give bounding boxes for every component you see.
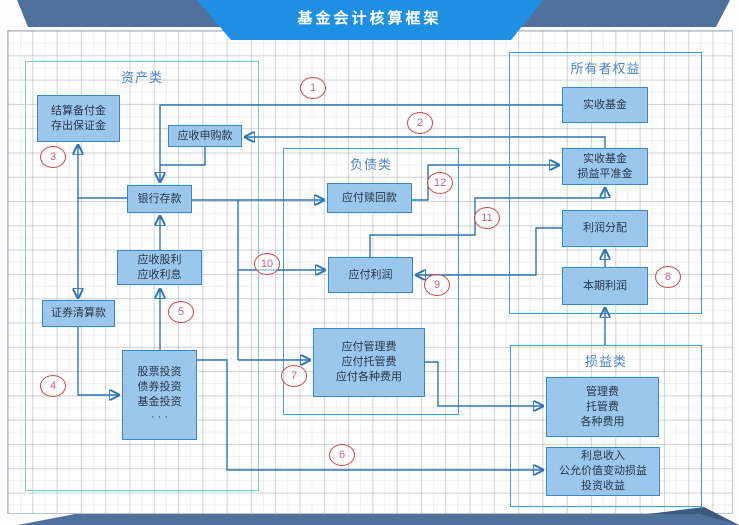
- node-income: 利息收入 公允价值变动损益 投资收益: [546, 447, 660, 496]
- node-current-profit: 本期利润: [562, 267, 648, 305]
- node-expenses: 管理费 托管费 各种费用: [546, 377, 659, 437]
- node-paid-in-capital: 实收基金: [562, 87, 648, 123]
- node-dividend-interest-receivable: 应收股利 应收利息: [117, 250, 202, 285]
- node-settlement-reserve: 结算备付金 存出保证金: [37, 95, 120, 142]
- node-redemption-payable: 应付赎回款: [327, 183, 412, 213]
- group-assets: 资产类: [25, 61, 259, 491]
- step-marker-4: 4: [40, 375, 66, 397]
- title-banner: 基金会计核算框架: [197, 0, 543, 40]
- group-profit-loss: 损益类: [510, 345, 702, 507]
- group-liabilities-title: 负债类: [349, 157, 392, 172]
- step-marker-5: 5: [168, 301, 194, 323]
- node-fees-payable: 应付管理费 应付托管费 应付各种费用: [313, 328, 425, 397]
- step-marker-11: 11: [474, 207, 500, 229]
- group-owner-equity-title: 所有者权益: [570, 61, 641, 76]
- group-assets-title: 资产类: [120, 70, 163, 85]
- step-marker-9: 9: [424, 274, 450, 296]
- step-marker-3: 3: [40, 146, 66, 168]
- step-marker-8: 8: [655, 266, 681, 288]
- node-subscription-receivable: 应收申购款: [168, 125, 242, 147]
- node-capital-equalization: 实收基金 损益平准金: [562, 148, 648, 185]
- step-marker-2: 2: [407, 112, 433, 134]
- page-title: 基金会计核算框架: [297, 9, 442, 27]
- node-investments: 股票投资 债券投资 基金投资 · · ·: [122, 350, 197, 440]
- step-marker-7: 7: [281, 365, 307, 387]
- step-marker-6: 6: [329, 444, 355, 466]
- node-securities-clearing: 证券清算款: [42, 300, 115, 327]
- group-profit-loss-title: 损益类: [584, 354, 627, 369]
- node-profit-payable: 应付利润: [328, 257, 413, 293]
- node-profit-distribution: 利润分配: [562, 210, 648, 247]
- group-liabilities: 负债类: [283, 148, 459, 415]
- step-marker-10: 10: [254, 253, 280, 275]
- step-marker-12: 12: [427, 172, 453, 194]
- bottom-ribbon: [18, 514, 739, 525]
- step-marker-1: 1: [300, 77, 326, 99]
- node-bank-deposit: 银行存款: [127, 185, 192, 213]
